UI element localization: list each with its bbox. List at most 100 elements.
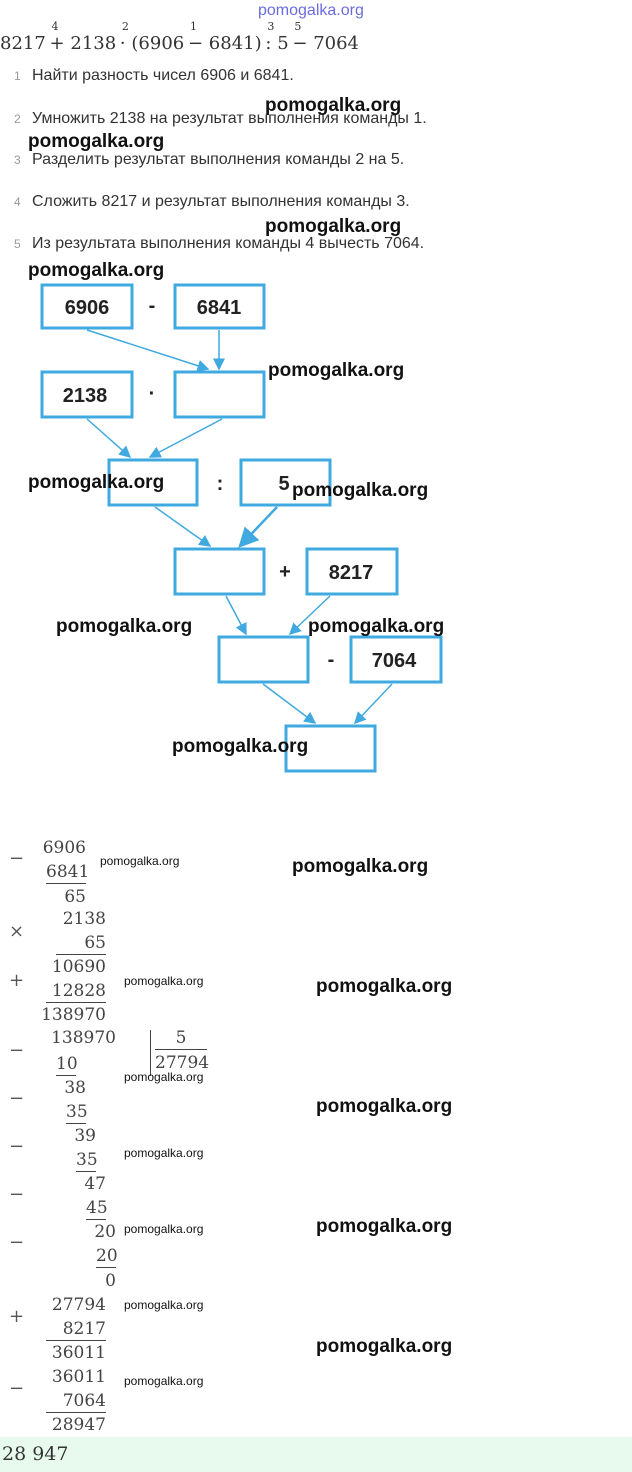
box-result-1 bbox=[173, 370, 266, 419]
watermark-small: pomogalka.org bbox=[124, 1222, 204, 1236]
calc-number: 6906 bbox=[42, 838, 86, 858]
arrow bbox=[225, 595, 247, 636]
box-label: 2138 bbox=[63, 385, 108, 407]
expression: 8217 4+ 2138 2· (6906 1− 6841) 3: 5 5− 7… bbox=[0, 20, 360, 54]
box-label: 6906 bbox=[65, 297, 110, 319]
expr-op: : bbox=[265, 33, 272, 54]
expr-term: 2138 bbox=[70, 33, 117, 54]
watermark-small: pomogalka.org bbox=[124, 1146, 204, 1160]
watermark: pomogalka.org bbox=[56, 616, 193, 637]
step-text: Из результата выполнения команды 4 вычес… bbox=[32, 235, 425, 252]
step-5: 5 Из результата выполнения команды 4 выче… bbox=[14, 235, 424, 253]
watermark: pomogalka.org bbox=[268, 360, 405, 381]
expr-term: 7064 bbox=[313, 33, 360, 54]
arrow bbox=[288, 595, 331, 636]
watermark: pomogalka.org bbox=[292, 856, 429, 877]
watermark: pomogalka.org bbox=[316, 1336, 453, 1357]
quotient: 27794 bbox=[155, 1053, 210, 1073]
step-text: Умножить 2138 на результат выполнения ко… bbox=[32, 110, 427, 127]
plus-sign: + bbox=[9, 1306, 25, 1327]
arrow bbox=[86, 418, 132, 458]
expr-op: · bbox=[119, 33, 126, 54]
answer-bar: 28 947 bbox=[0, 1437, 632, 1472]
multiply-sign: × bbox=[9, 921, 25, 942]
calc-number: 20 bbox=[94, 1222, 116, 1242]
step-4: 4 Сложить 8217 и результат выполнения ком… bbox=[14, 193, 410, 211]
dividend: 138970 bbox=[51, 1028, 116, 1048]
calc-number: 38 bbox=[64, 1078, 86, 1098]
box-6841 bbox=[173, 283, 266, 330]
op-label: - bbox=[149, 295, 156, 317]
step-1: 1 Найти разность чисел 6906 и 6841. bbox=[14, 67, 294, 85]
minus-sign: − bbox=[9, 1184, 25, 1205]
watermark-top: pomogalka.org bbox=[258, 2, 364, 19]
calc-number: 20 bbox=[96, 1246, 118, 1268]
order-mark: 3 bbox=[267, 20, 275, 33]
order-mark: 4 bbox=[51, 20, 59, 33]
op-label: + bbox=[279, 561, 291, 583]
step-number: 4 bbox=[14, 195, 21, 209]
calc-number: 10 bbox=[56, 1054, 78, 1076]
box-2138 bbox=[40, 370, 134, 419]
watermark-small: pomogalka.org bbox=[124, 1070, 204, 1084]
expr-term: 5 bbox=[277, 33, 289, 54]
op-label: - bbox=[328, 649, 335, 671]
calc-number: 10690 bbox=[51, 957, 106, 977]
box-6906 bbox=[40, 283, 134, 330]
op-label: : bbox=[217, 473, 224, 495]
expr-term: (6906 bbox=[131, 33, 185, 54]
expr-op: + bbox=[49, 33, 65, 54]
minus-sign: − bbox=[9, 1040, 25, 1061]
step-number: 3 bbox=[14, 153, 21, 167]
arrow bbox=[353, 683, 393, 725]
expr-op: − bbox=[292, 33, 308, 54]
box-8217 bbox=[305, 547, 399, 596]
plus-sign: + bbox=[9, 970, 25, 991]
answer: 28 947 bbox=[2, 1443, 69, 1465]
watermark-small: pomogalka.org bbox=[124, 1298, 204, 1312]
arrow bbox=[86, 329, 210, 372]
calc-number: 27794 bbox=[51, 1295, 106, 1315]
watermark-small: pomogalka.org bbox=[124, 974, 204, 988]
calc-number: 36011 bbox=[51, 1367, 106, 1387]
calc-number: 65 bbox=[56, 932, 106, 955]
step-text: Сложить 8217 и результат выполнения кома… bbox=[32, 193, 410, 210]
box-result-2 bbox=[107, 458, 199, 507]
order-mark: 1 bbox=[189, 20, 197, 33]
watermark: pomogalka.org bbox=[265, 216, 402, 237]
watermark-small: pomogalka.org bbox=[100, 854, 180, 868]
watermark: pomogalka.org bbox=[308, 616, 445, 637]
calc-number: 7064 bbox=[46, 1390, 106, 1413]
watermark: pomogalka.org bbox=[28, 131, 165, 152]
step-text: Найти разность чисел 6906 и 6841. bbox=[32, 67, 294, 84]
watermark: pomogalka.org bbox=[292, 480, 429, 501]
calc-number: 35 bbox=[66, 1102, 88, 1124]
calc-number: 2138 bbox=[62, 909, 106, 929]
box-5 bbox=[239, 458, 332, 507]
calc-number: 45 bbox=[86, 1198, 108, 1220]
watermark: pomogalka.org bbox=[28, 472, 165, 493]
arrow bbox=[148, 418, 223, 458]
calc-number: 138970 bbox=[41, 1005, 106, 1025]
watermark: pomogalka.org bbox=[172, 736, 309, 757]
watermark: pomogalka.org bbox=[316, 1096, 453, 1117]
division-bar bbox=[150, 1030, 151, 1076]
calc-number: 12828 bbox=[46, 980, 106, 1003]
step-number: 5 bbox=[14, 237, 21, 251]
calc-number: 0 bbox=[105, 1271, 116, 1291]
calc-number: 28947 bbox=[51, 1415, 106, 1435]
calc-number: 36011 bbox=[51, 1343, 106, 1363]
calc-number: 39 bbox=[74, 1126, 96, 1146]
box-result-5 bbox=[284, 724, 377, 773]
minus-sign: − bbox=[9, 1088, 25, 1109]
step-number: 1 bbox=[14, 69, 21, 83]
minus-sign: − bbox=[9, 1136, 25, 1157]
box-7064 bbox=[349, 635, 443, 684]
box-label: 7064 bbox=[372, 650, 417, 672]
box-label: 8217 bbox=[329, 562, 374, 584]
box-label: 6841 bbox=[197, 297, 242, 319]
box-result-3 bbox=[173, 547, 266, 596]
expr-op: − bbox=[187, 33, 204, 54]
